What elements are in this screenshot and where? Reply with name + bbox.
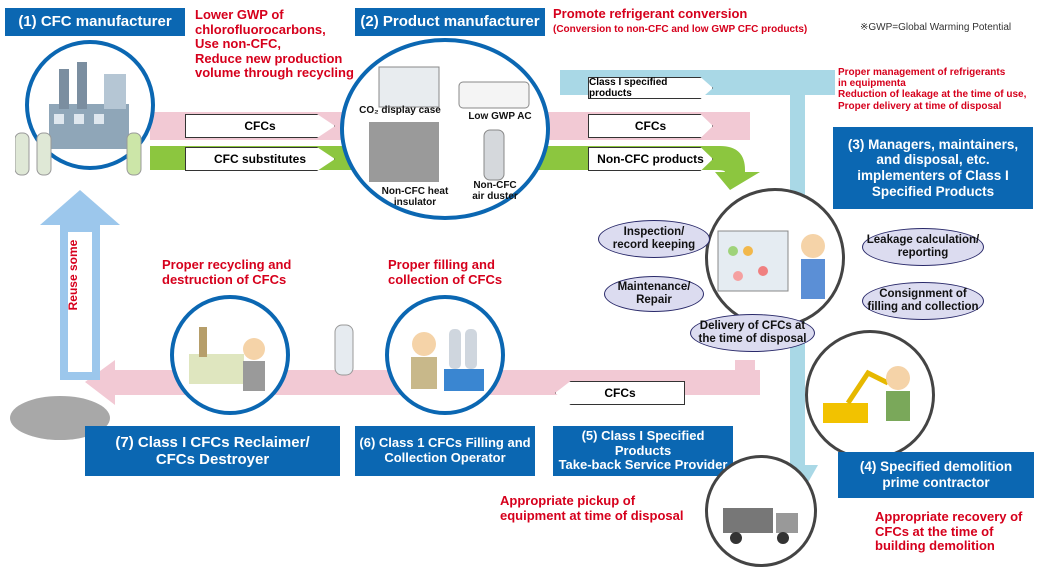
truck-icon (723, 508, 798, 544)
filling-worker-icon (411, 329, 484, 391)
air-duster-caption: Non-CFC air duster (472, 180, 518, 203)
cfc-substitutes-arrow-label: CFC substitutes (185, 147, 335, 171)
cfc-manufacturer-title: (1) CFC manufacturer (5, 8, 185, 36)
excavator-worker-icon (823, 366, 910, 423)
managers-circle (705, 188, 845, 328)
cfcs-arrow-label-2: CFCs (588, 114, 713, 138)
cfcs-arrow-label: CFCs (185, 114, 335, 138)
showcase-clerk-icon (717, 230, 825, 299)
demolition-circle (805, 330, 935, 460)
leakage-oval: Leakage calculation/ reporting (862, 228, 984, 266)
filling-note: Proper filling and collection of CFCs (388, 257, 503, 287)
consignment-oval: Consignment of filling and collection (862, 282, 984, 320)
managers-title: (3) Managers, maintainers, and disposal,… (833, 127, 1033, 209)
maintenance-oval: Maintenance/ Repair (604, 276, 704, 312)
plant-worker-icon (189, 327, 265, 391)
non-cfc-products-arrow-label: Non-CFC products (588, 147, 713, 171)
cylinders-icon (15, 132, 142, 176)
products-icon (369, 66, 530, 182)
takeback-circle (705, 455, 817, 567)
recycling-note: Proper recycling and destruction of CFCs (162, 257, 292, 287)
gwp-reduction-note: Lower GWP of chlorofluorocarbons, Use no… (195, 7, 354, 81)
cfcs-return-arrow-label: CFCs (555, 381, 685, 405)
delivery-oval: Delivery of CFCs at the time of disposal (690, 314, 815, 352)
inspection-oval: Inspection/ record keeping (598, 220, 710, 258)
filling-title: (6) Class 1 CFCs Filling and Collection … (355, 426, 535, 476)
low-gwp-ac-caption: Low GWP AC (468, 111, 532, 122)
heat-insulator-caption: Non-CFC heat insulator (381, 186, 449, 209)
demolition-recovery-note: Appropriate recovery of CFCs at the time… (875, 509, 1023, 554)
gwp-note: ※GWP=Global Warming Potential (860, 22, 1012, 33)
reclaimer-title: (7) Class I CFCs Reclaimer/ CFCs Destroy… (85, 426, 340, 476)
filling-circle (385, 295, 505, 415)
promote-conversion-subnote: (Conversion to non-CFC and low GWP CFC p… (553, 24, 808, 35)
reuse-arrow-head (40, 190, 120, 225)
reuse-label: Reuse some (66, 239, 80, 311)
display-case-caption: CO₂ display case (359, 105, 441, 116)
pickup-note: Appropriate pickup of equipment at time … (500, 493, 684, 523)
product-manufacturer-title: (2) Product manufacturer (355, 8, 545, 36)
takeback-title: (5) Class I Specified Products Take-back… (553, 426, 733, 476)
promote-conversion-note: Promote refrigerant conversion (553, 6, 748, 21)
refrigerant-management-note: Proper management of refrigerants in equ… (838, 67, 1027, 112)
cylinder-icon (334, 324, 354, 376)
class1-products-arrow-label: Class I specified products (588, 77, 713, 99)
product-manufacturer-circle (340, 38, 550, 220)
reuse-arrow-inner (68, 232, 92, 372)
reclaimer-circle (170, 295, 290, 415)
demolition-title: (4) Specified demolition prime contracto… (838, 452, 1034, 498)
factory-icon (49, 62, 129, 149)
